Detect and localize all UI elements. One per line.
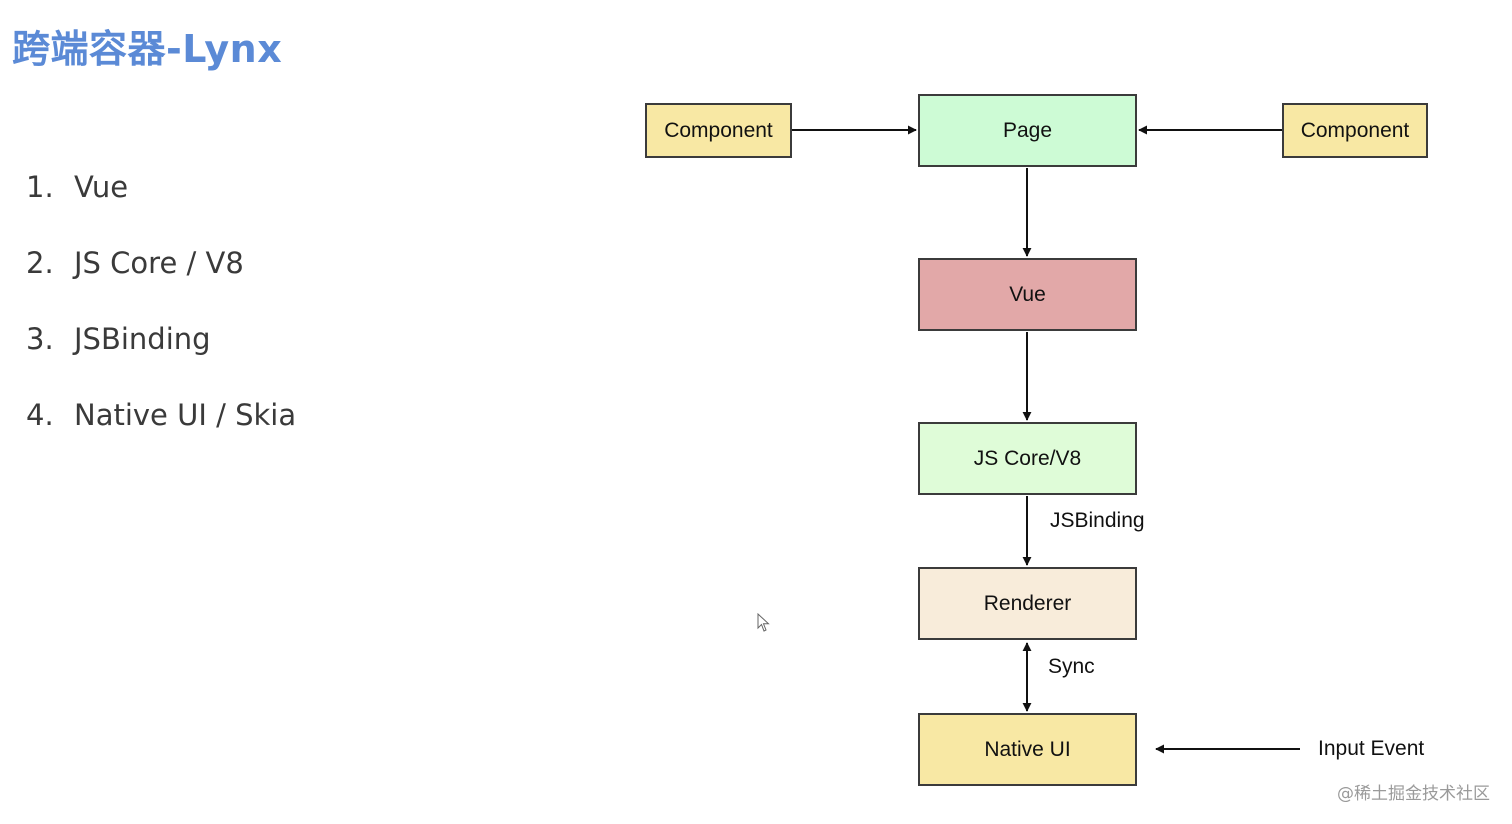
- jsbinding-edge-label: JSBinding: [1050, 509, 1145, 532]
- renderer-node: Renderer: [918, 567, 1137, 640]
- list-item-text: Vue: [74, 170, 129, 204]
- node-label: Renderer: [983, 591, 1072, 615]
- node-label: Page: [1002, 118, 1053, 142]
- list-item-number: 3.: [26, 322, 54, 356]
- component-right-node: Component: [1282, 103, 1428, 158]
- mouse-cursor-icon: [757, 613, 770, 632]
- node-label: Component: [1300, 118, 1410, 142]
- node-label: Native UI: [984, 737, 1071, 761]
- sync-edge-label: Sync: [1048, 655, 1095, 678]
- js-core-node: JS Core/V8: [918, 422, 1137, 495]
- node-label: Vue: [1009, 282, 1046, 306]
- list-item-number: 2.: [26, 246, 54, 280]
- native-ui-node: Native UI: [918, 713, 1137, 786]
- page-node: Page: [918, 94, 1137, 167]
- list-item-text: Native UI / Skia: [74, 398, 297, 432]
- list-item-text: JSBinding: [74, 322, 211, 356]
- node-label: JS Core/V8: [973, 446, 1082, 470]
- list-item-text: JS Core / V8: [74, 246, 244, 280]
- input-event-edge-label: Input Event: [1318, 737, 1425, 760]
- list-item-number: 4.: [26, 398, 54, 432]
- list-item-number: 1.: [26, 170, 54, 204]
- vue-node: Vue: [918, 258, 1137, 331]
- watermark: @稀土掘金技术社区: [1337, 784, 1490, 804]
- node-label: Component: [664, 118, 773, 142]
- component-left-node: Component: [645, 103, 792, 158]
- page-title: 跨端容器-Lynx: [12, 27, 283, 71]
